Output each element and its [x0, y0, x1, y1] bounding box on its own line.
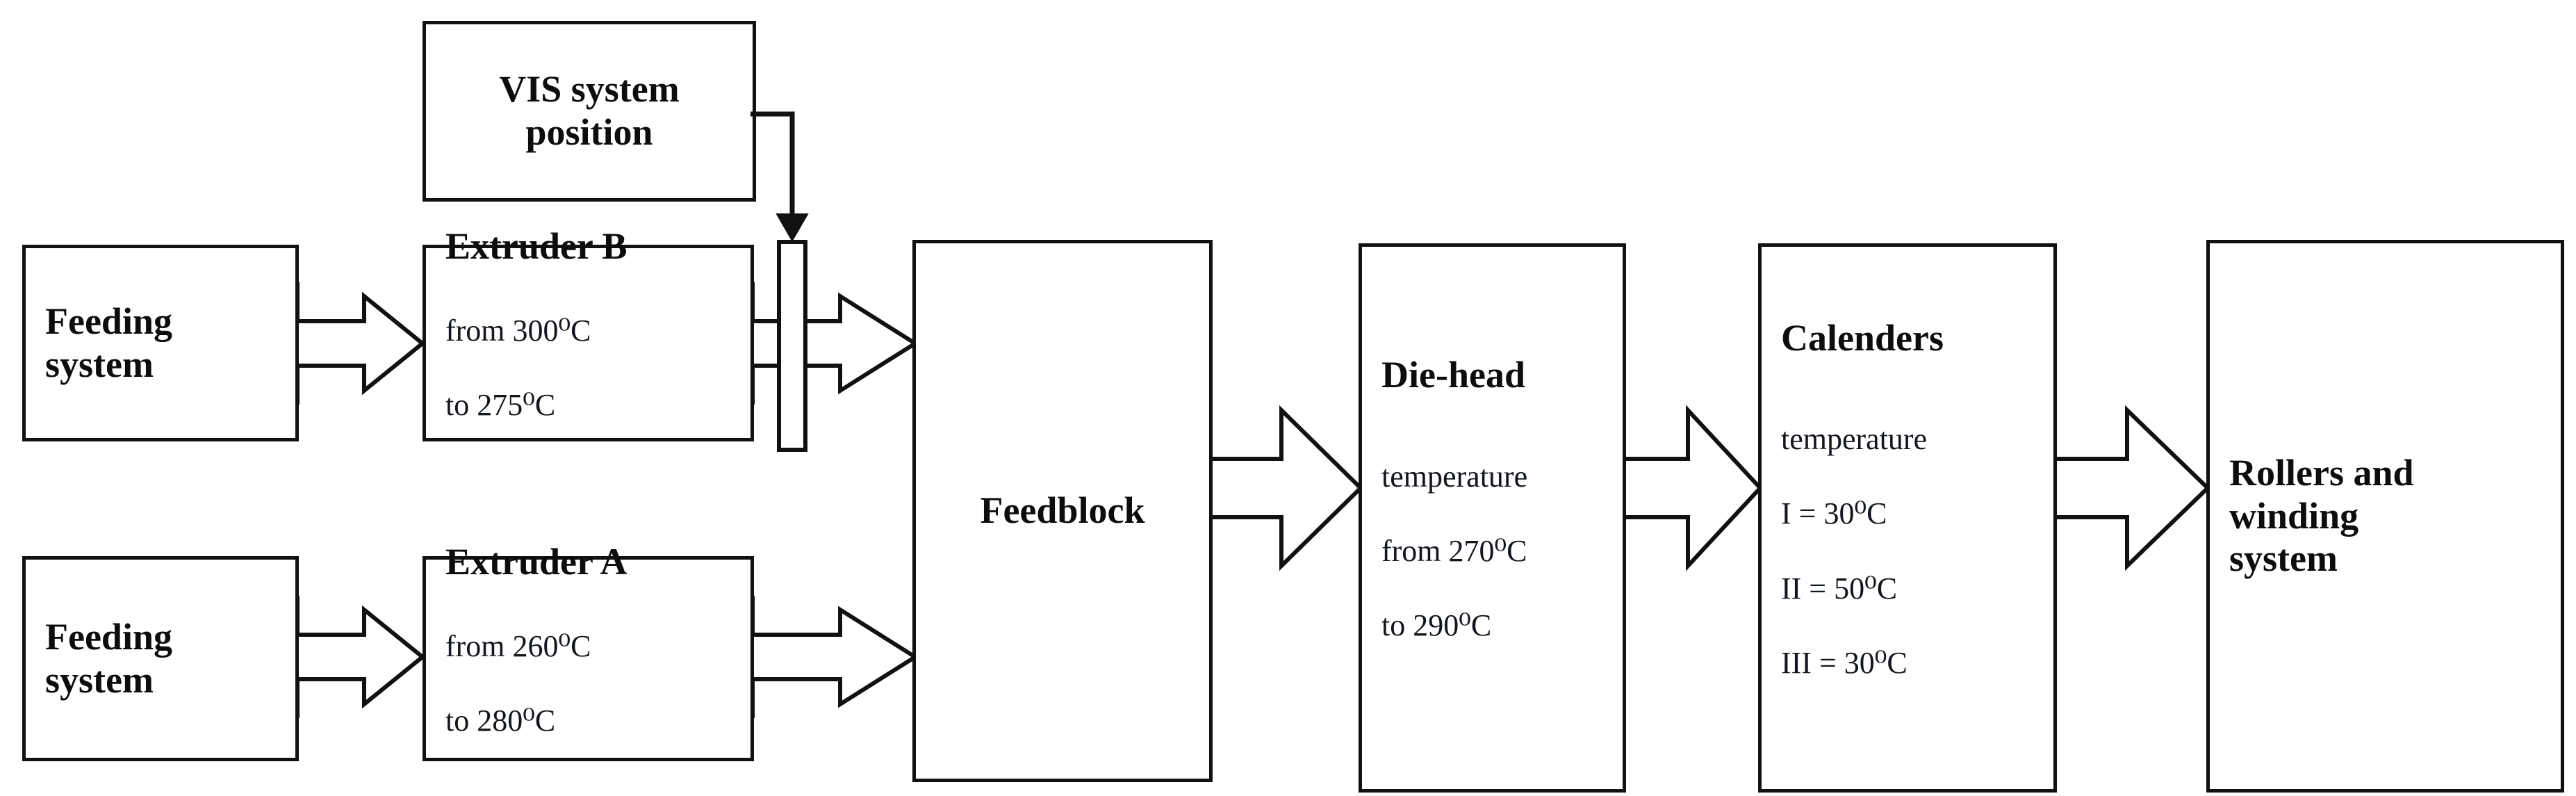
- feeding-system-top-label: Feeding system: [45, 300, 172, 385]
- arrow-feeding-bottom-to-extruder-a: [295, 594, 426, 720]
- calenders-temperature-label: temperature: [1781, 421, 1928, 456]
- arrowhead-down-icon: [776, 213, 809, 242]
- rollers-winding-system-label: Rollers and winding system: [2229, 452, 2414, 580]
- extruder-b-details: from 300⁰C to 275⁰C: [426, 275, 750, 461]
- vis-system-vertical-bar[interactable]: [777, 240, 807, 452]
- calender-roll-3-temp: III = 30⁰C: [1781, 645, 1908, 680]
- arrow-extruder-a-to-feedblock: [750, 594, 919, 720]
- feedblock-label: Feedblock: [980, 489, 1145, 532]
- die-head-label: Die-head: [1381, 354, 1525, 396]
- extruder-a-temp-to: to 280⁰C: [445, 704, 556, 738]
- node-feedblock[interactable]: Feedblock: [912, 240, 1213, 782]
- node-vis-system-position[interactable]: VIS system position: [423, 21, 756, 202]
- extruder-b-label: Extruder B: [445, 225, 627, 267]
- vis-connector-arrow: [750, 104, 834, 250]
- node-extruder-a[interactable]: Extruder A from 260⁰C to 280⁰C: [423, 541, 754, 761]
- feeding-system-bottom-label: Feeding system: [45, 615, 172, 701]
- die-head-temp-to: to 290⁰C: [1381, 608, 1492, 643]
- arrow-feeding-top-to-extruder-b: [295, 281, 426, 406]
- node-rollers-and-winding-system[interactable]: Rollers and winding system: [2206, 240, 2564, 793]
- calenders-label: Calenders: [1781, 316, 1944, 359]
- calender-roll-2-temp: II = 50⁰C: [1781, 571, 1898, 606]
- die-head-temperature-label: temperature: [1381, 459, 1528, 494]
- node-feeding-system-top[interactable]: Feeding system: [22, 245, 299, 441]
- calender-roll-1-temp: I = 30⁰C: [1781, 496, 1887, 531]
- die-head-temp-from: from 270⁰C: [1381, 533, 1527, 568]
- extruder-b-temp-from: from 300⁰C: [445, 313, 591, 348]
- extruder-a-temp-from: from 260⁰C: [445, 628, 591, 663]
- node-extruder-b[interactable]: Extruder B from 300⁰C to 275⁰C: [423, 225, 754, 441]
- die-head-details: temperature from 270⁰C to 290⁰C: [1362, 421, 1623, 682]
- arrow-feedblock-to-die-head: [1208, 398, 1364, 578]
- extruder-a-details: from 260⁰C to 280⁰C: [426, 590, 750, 777]
- arrow-calenders-to-rollers: [2053, 398, 2211, 578]
- arrow-die-head-to-calenders: [1622, 398, 1764, 578]
- node-feeding-system-bottom[interactable]: Feeding system: [22, 556, 299, 761]
- extruder-a-label: Extruder A: [445, 540, 627, 583]
- node-die-head[interactable]: Die-head temperature from 270⁰C to 290⁰C: [1359, 243, 1626, 793]
- vis-system-label: VIS system position: [499, 68, 680, 153]
- extruder-b-temp-to: to 275⁰C: [445, 388, 556, 423]
- node-calenders[interactable]: Calenders temperature I = 30⁰C II = 50⁰C…: [1758, 243, 2057, 793]
- calenders-details: temperature I = 30⁰C II = 50⁰C III = 30⁰…: [1762, 383, 2053, 719]
